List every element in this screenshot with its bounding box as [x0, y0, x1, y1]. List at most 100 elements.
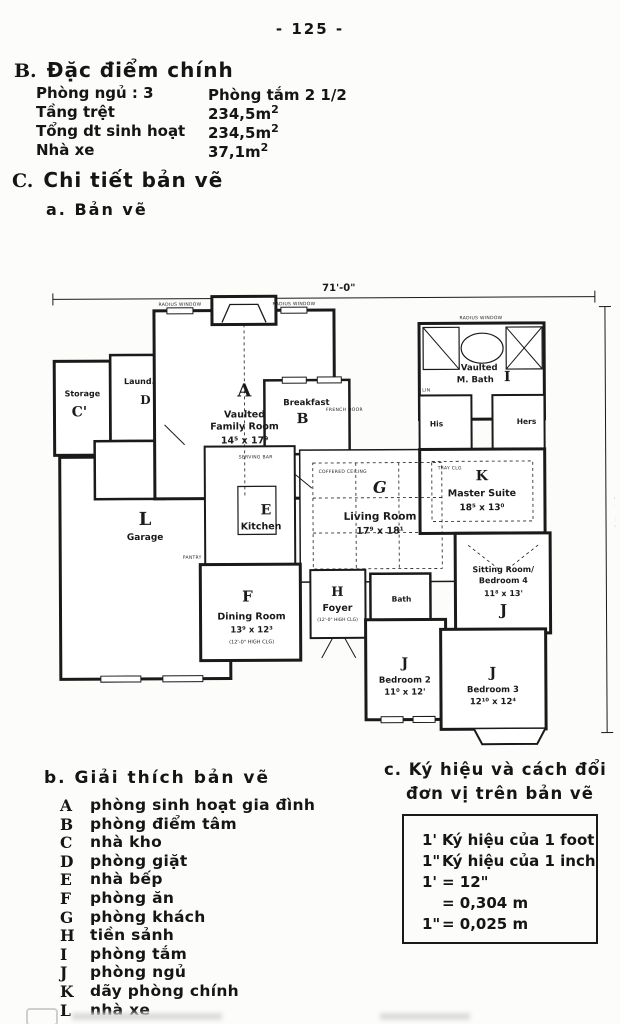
legend-label: phòng khách — [90, 907, 206, 926]
legend-key: C — [60, 833, 73, 853]
room-kitchen-name: Kitchen — [241, 521, 282, 532]
conversion-text: = 0,025 m — [442, 915, 529, 933]
conversion-text: Ký hiệu của 1 inch — [442, 852, 596, 870]
legend-key: G — [60, 907, 74, 927]
legend-label: nhà kho — [90, 833, 163, 852]
room-sitting-name2: Bedroom 4 — [479, 576, 528, 585]
closet-hers-label: Hers — [517, 417, 537, 426]
legend-key: H — [60, 926, 75, 946]
scan-artifact — [26, 1008, 58, 1024]
conversion-row: = 0,304 m — [422, 893, 596, 914]
legend-label: tiền sảnh — [90, 926, 175, 945]
section-b-letter: B. — [14, 60, 37, 82]
dim-right-label: 60'-10" — [612, 494, 616, 534]
conversion-symbol — [422, 893, 442, 914]
room-mbath-name1: Vaulted — [461, 363, 498, 373]
legend-key: D — [60, 851, 74, 871]
conversion-row: 1"= 0,025 m — [422, 914, 596, 935]
spec-label: Tầng trệt — [36, 103, 115, 121]
radius-window-label: RADIUS WINDOW — [460, 315, 503, 321]
legend-key: L — [60, 1000, 71, 1020]
room-foyer-letter: H — [331, 585, 343, 600]
conversion-symbol: 1' — [422, 873, 438, 891]
page-number: - 125 - — [275, 20, 345, 38]
dim-top-label: 71'-0" — [322, 283, 355, 294]
conversion-text: = 12" — [442, 873, 489, 891]
spec-row: Nhà xe 37,1m2 — [36, 141, 466, 161]
room-master-name: Master Suite — [448, 488, 516, 499]
legend-label: phòng ngủ — [90, 963, 187, 982]
legend-key: I — [60, 944, 68, 964]
spec-value: 37,1m2 — [208, 141, 269, 161]
kitchen-island — [237, 485, 277, 536]
room-laundry-name: Laund. — [124, 377, 155, 386]
conversion-box: 1'Ký hiệu của 1 foot 1"Ký hiệu của 1 inc… — [402, 814, 598, 944]
conversion-row: 1"Ký hiệu của 1 inch — [422, 851, 596, 872]
spec-list: Phòng ngủ : 3 Phòng tắm 2 1/2 Tầng trệt … — [36, 84, 466, 161]
room-breakfast-letter: B — [297, 411, 309, 427]
legend-label: phòng ăn — [90, 888, 175, 907]
room-master-dims: 18⁵ x 13⁰ — [459, 503, 504, 513]
room-storage-name: Storage — [65, 389, 101, 398]
fireplace-inner — [221, 303, 267, 323]
scan-artifact — [72, 1013, 222, 1020]
dimension-lines — [52, 290, 614, 734]
closet-his-label: His — [430, 419, 444, 428]
room-laundry-letter: D — [140, 393, 150, 407]
coffered-ceiling-label: COFFERED CEILING — [319, 469, 368, 475]
room-bath2-name: Bath — [392, 595, 412, 604]
conversion-heading: c. Ký hiệu và cách đổi đơn vị trên bản v… — [384, 758, 607, 806]
room-living-dims: 17⁹ x 18¹ — [356, 526, 404, 537]
spec-label: Phòng ngủ : 3 — [36, 84, 154, 102]
room-sitting-dims: 11⁸ x 13' — [484, 589, 523, 598]
french-door-label: FRENCH DOOR — [326, 407, 363, 413]
spec-row: Phòng ngủ : 3 Phòng tắm 2 1/2 — [36, 84, 466, 104]
legend-key: K — [60, 981, 74, 1001]
floor-plan: 71'-0" 60'-10" — [52, 283, 616, 746]
legend-label: phòng sinh hoạt gia đình — [90, 796, 316, 814]
pantry-label: PANTRY — [183, 555, 202, 561]
room-breakfast-name: Breakfast — [283, 398, 329, 408]
tray-ceiling-label: TRAY CLG — [437, 465, 462, 471]
door-swings — [164, 424, 357, 659]
legend-key: A — [60, 796, 73, 815]
room-family-name2: Family Room — [210, 421, 279, 432]
legend-key: E — [60, 870, 72, 890]
radius-window-label: RADIUS WINDOW — [272, 301, 315, 307]
conversion-heading-line1: c. Ký hiệu và cách đổi — [384, 760, 607, 779]
spec-value: Phòng tắm 2 1/2 — [208, 86, 347, 104]
section-c-heading: C. Chi tiết bản vẽ — [12, 168, 223, 192]
room-sitting-letter: J — [498, 601, 507, 619]
room-bed2-name: Bedroom 2 — [379, 675, 431, 685]
legend-label: phòng tắm — [90, 944, 188, 963]
serving-bar-label: SERVING BAR — [239, 454, 273, 460]
room-garage-name: Garage — [127, 533, 164, 543]
legend-key: F — [60, 888, 72, 908]
room-garage-letter: L — [139, 509, 152, 530]
room-bed2-letter: J — [399, 656, 408, 672]
spec-value: 234,5m2 — [208, 103, 279, 123]
room-living-letter: G — [373, 478, 387, 497]
room-sitting-name1: Sitting Room/ — [473, 565, 535, 574]
spec-value: 234,5m2 — [208, 122, 279, 142]
linen-label: LIN — [422, 387, 430, 393]
room-mbath-name2: M. Bath — [457, 375, 494, 385]
spec-label: Tổng dt sinh hoạt — [36, 122, 186, 140]
dining-ceiling-label: (12'-0" HIGH CLG) — [229, 639, 274, 645]
section-c-letter: C. — [12, 170, 34, 192]
bathtub — [460, 332, 504, 364]
legend-label: dãy phòng chính — [90, 981, 239, 1000]
room-kitchen-letter: E — [261, 502, 272, 518]
room-bed3-dims: 12¹⁰ x 12⁴ — [470, 697, 517, 707]
room-family-dims: 14⁵ x 17⁹ — [221, 435, 269, 446]
scan-artifact — [380, 1013, 470, 1020]
